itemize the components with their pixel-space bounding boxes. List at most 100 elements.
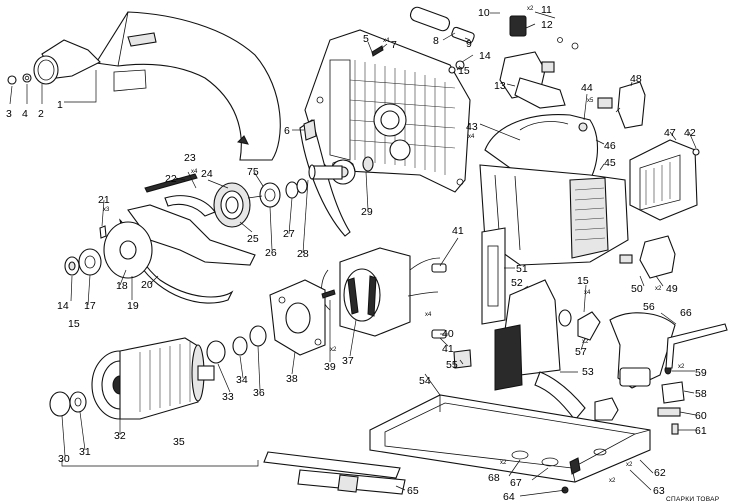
qty-23: x4	[191, 169, 198, 175]
callout-17: 17	[84, 300, 96, 312]
callout-14-top: 14	[479, 50, 491, 62]
callout-9: 9	[466, 38, 472, 50]
callout-39: 39	[324, 361, 336, 373]
callout-41-bottom: 41	[442, 343, 454, 355]
qty-62: x2	[626, 462, 633, 468]
callout-32: 32	[114, 430, 126, 442]
callout-59: 59	[695, 367, 707, 379]
field-stator	[321, 247, 441, 337]
callout-10: 10	[478, 7, 490, 19]
callout-63: 63	[653, 485, 665, 497]
qty-63: x2	[609, 478, 616, 484]
callout-23: 23	[184, 152, 196, 164]
qty-39: x2	[330, 347, 337, 353]
leader-lines	[9, 11, 697, 497]
callout-29: 29	[361, 206, 373, 218]
callout-56: 56	[643, 301, 655, 313]
callout-15-left: 15	[68, 318, 80, 330]
callout-28: 28	[297, 248, 309, 260]
callout-36: 36	[253, 387, 265, 399]
callout-35: 35	[173, 436, 185, 448]
callout-30: 30	[58, 453, 70, 465]
qty-15-right: x4	[584, 290, 591, 296]
callout-38: 38	[286, 373, 298, 385]
base-plate	[369, 394, 651, 494]
callout-50: 50	[631, 283, 643, 295]
callout-54: 54	[419, 375, 431, 387]
callout-58: 58	[695, 388, 707, 400]
callout-6: 6	[284, 125, 290, 137]
qty-57: x2	[582, 339, 589, 345]
callout-15-right: 15	[577, 275, 589, 287]
dust-port	[33, 39, 101, 85]
callout-33: 33	[222, 391, 234, 403]
callout-8: 8	[433, 35, 439, 47]
callout-61: 61	[695, 425, 707, 437]
callout-labels: 1 2 3 4 5 6 7 8 9 10 11 12 13 14 15 14 1…	[6, 4, 707, 503]
qty-59: x2	[678, 364, 685, 370]
callout-46: 46	[604, 140, 616, 152]
callout-65: 65	[407, 485, 419, 497]
blade-fasteners	[64, 221, 153, 279]
small-fasteners	[321, 45, 700, 341]
qty-50: x2	[655, 286, 662, 292]
qty-21: x3	[103, 207, 110, 213]
callout-49: 49	[666, 283, 678, 295]
callout-11: 11	[541, 4, 552, 16]
callout-44: 44	[581, 82, 593, 94]
qty-43: x4	[468, 134, 475, 140]
qty-44: x5	[587, 98, 594, 104]
callout-13: 13	[494, 80, 506, 92]
armature-bearings	[49, 325, 267, 417]
callout-68: 68	[488, 472, 500, 484]
watermark: СПАРКИ ТОВАР	[666, 496, 719, 503]
callout-75: 75	[247, 166, 259, 178]
callout-22: 22	[165, 173, 177, 185]
qty-7: x4	[383, 38, 390, 44]
callout-20: 20	[141, 279, 153, 291]
callout-5: 5	[363, 33, 369, 45]
qty-11: x2	[527, 6, 534, 12]
callout-45: 45	[604, 157, 616, 169]
callout-34: 34	[236, 374, 248, 386]
spindle-gear	[308, 156, 374, 185]
callout-37: 37	[342, 355, 354, 367]
motor-fan-cover	[629, 139, 698, 221]
callout-1: 1	[57, 99, 63, 111]
callout-31: 31	[79, 446, 91, 458]
callout-57: 57	[575, 346, 587, 358]
callout-26: 26	[265, 247, 277, 259]
motor-housing	[479, 114, 629, 266]
callout-14-left: 14	[57, 300, 69, 312]
armature	[91, 337, 215, 420]
callout-24: 24	[201, 168, 213, 180]
callout-43: 43	[466, 121, 478, 133]
auxiliary-handle	[594, 312, 728, 435]
rip-fence	[263, 451, 406, 495]
motor-end-plate	[269, 279, 326, 356]
switch-assembly	[409, 6, 579, 109]
callout-55: 55	[446, 359, 458, 371]
callout-25: 25	[247, 233, 259, 245]
qty-40: x4	[425, 312, 432, 318]
callout-66: 66	[680, 307, 692, 319]
callout-51: 51	[516, 263, 528, 275]
callout-40: 40	[442, 328, 454, 340]
qty-68: x2	[500, 460, 507, 466]
callout-60: 60	[695, 410, 707, 422]
callout-64: 64	[503, 491, 515, 503]
callout-42: 42	[684, 127, 696, 139]
callout-19: 19	[127, 300, 139, 312]
callout-4: 4	[22, 108, 28, 120]
brush-holder-and-clip	[597, 81, 676, 279]
callout-18: 18	[116, 280, 128, 292]
bearing-flange-stack	[213, 178, 308, 228]
depth-bracket	[453, 227, 586, 421]
callout-2: 2	[38, 108, 44, 120]
callout-67: 67	[510, 477, 522, 489]
callout-62: 62	[654, 467, 666, 479]
callout-47: 47	[664, 127, 676, 139]
callout-41-top: 41	[452, 225, 464, 237]
